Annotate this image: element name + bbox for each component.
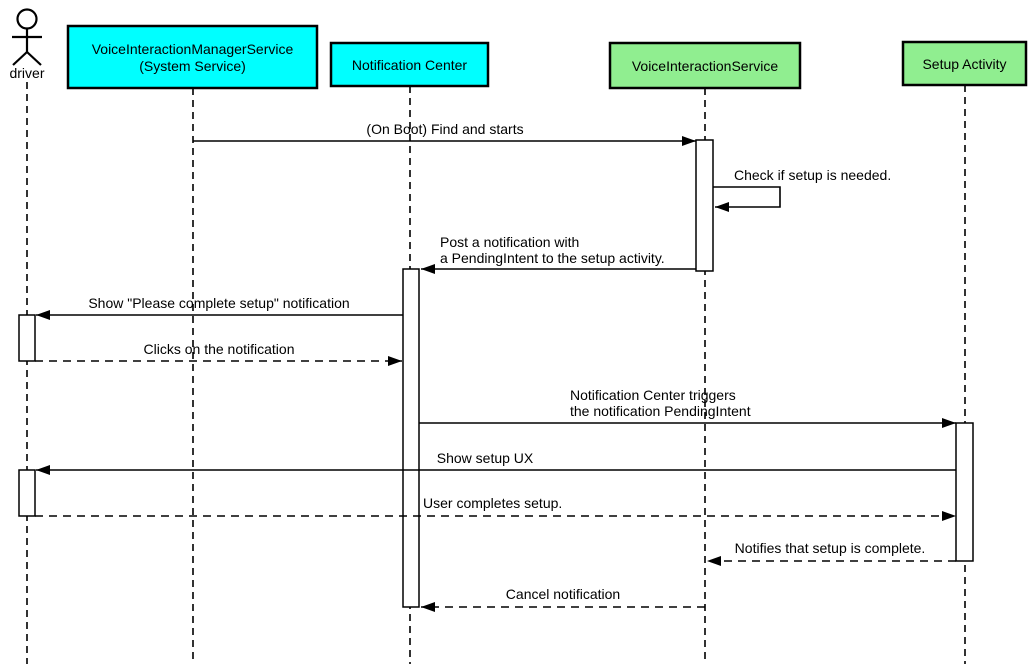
actor-leg-right-icon: [26, 51, 42, 66]
message-clicks-notification: Clicks on the notification: [35, 341, 402, 366]
message-label-line1: Notification Center triggers: [570, 387, 736, 403]
participant-box-voice-interaction-service: [608, 41, 802, 90]
message-label-line2: a PendingIntent to the setup activity.: [440, 250, 665, 266]
message-notifies-setup-complete: Notifies that setup is complete.: [707, 540, 956, 566]
participant-label-vims-line1: VoiceInteractionManagerService: [92, 41, 294, 57]
participant-voice-interaction-manager-service: VoiceInteractionManagerService (System S…: [66, 24, 319, 90]
actor-head-icon: [16, 8, 38, 30]
activation-setup-activity: [955, 422, 974, 562]
actor-driver: driver: [9, 8, 45, 81]
activation-notification-center: [402, 268, 420, 608]
activation-driver-2: [18, 469, 36, 517]
message-cancel-notification: Cancel notification: [421, 586, 705, 612]
activation-driver-1: [18, 314, 36, 362]
actor-label: driver: [9, 65, 44, 81]
message-post-notification: Post a notification with a PendingIntent…: [421, 234, 696, 274]
participant-label-setup-activity: Setup Activity: [922, 56, 1006, 72]
actor-leg-left-icon: [12, 51, 28, 66]
participant-voice-interaction-service: VoiceInteractionService: [608, 41, 802, 90]
message-label: Cancel notification: [506, 586, 620, 602]
message-trigger-pending-intent: Notification Center triggers the notific…: [419, 387, 956, 428]
message-label: Clicks on the notification: [144, 341, 295, 357]
participant-label-notification-center: Notification Center: [352, 57, 468, 73]
participant-box-vims: [66, 24, 319, 90]
message-label-line1: Post a notification with: [440, 234, 579, 250]
message-label: (On Boot) Find and starts: [366, 121, 523, 137]
message-show-setup-notification: Show "Please complete setup" notificatio…: [36, 295, 403, 320]
participant-label-voice-interaction-service: VoiceInteractionService: [632, 58, 779, 74]
message-self-loop-arrow: [713, 186, 781, 212]
participant-label-vims-line2: (System Service): [139, 58, 246, 74]
message-on-boot-find-and-starts: (On Boot) Find and starts: [193, 121, 696, 146]
message-label: User completes setup.: [423, 495, 562, 511]
participant-box-setup-activity: [901, 40, 1028, 87]
message-user-completes-setup: User completes setup.: [35, 495, 956, 521]
participant-notification-center: Notification Center: [329, 41, 490, 88]
message-label: Notifies that setup is complete.: [735, 540, 926, 556]
activation-voice-interaction-service: [695, 139, 714, 272]
message-label: Show setup UX: [437, 450, 534, 466]
participant-setup-activity: Setup Activity: [901, 40, 1028, 87]
message-label-line2: the notification PendingIntent: [570, 403, 751, 419]
message-check-if-setup-needed: Check if setup is needed.: [713, 167, 891, 212]
participant-box-notification-center: [329, 41, 490, 88]
message-show-setup-ux: Show setup UX: [36, 450, 956, 475]
message-label: Check if setup is needed.: [734, 167, 891, 183]
message-label: Show "Please complete setup" notificatio…: [88, 295, 349, 311]
